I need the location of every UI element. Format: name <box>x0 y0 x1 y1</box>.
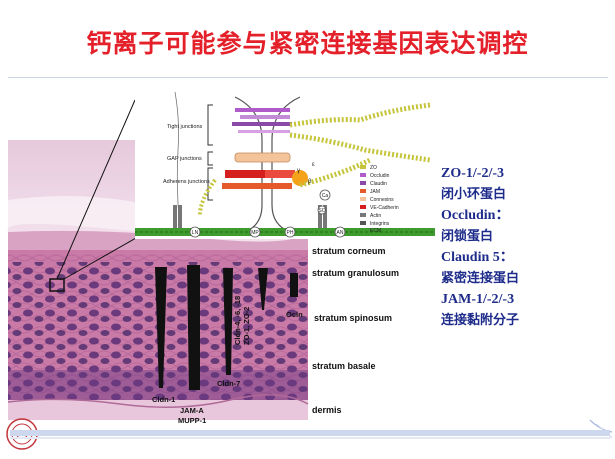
legend-jam: JAM <box>370 189 380 195</box>
wedge-cldn-7 <box>223 268 233 375</box>
label-mupp-1: MUPP-1 <box>178 416 206 425</box>
legend-zo: ZO <box>370 165 377 171</box>
zoom-line-left <box>56 99 136 280</box>
layer-stratum-spinosum: stratum spinosum <box>314 313 392 323</box>
label-zo-1-zo-2: ZO-1, ZO-2 <box>242 307 251 345</box>
mark-epsilon: ε <box>312 162 315 168</box>
label-cldn-1: Cldn-1 <box>152 395 175 404</box>
legend-jam-cn: 连接黏附分子 <box>441 313 520 328</box>
wedge-ocln <box>290 273 298 297</box>
mark-beta: β <box>308 179 312 185</box>
inset-legend: ZO Occludin Claudin JAM Connexins VE-Cad… <box>360 165 399 234</box>
junction-inset: LN MP PH AN Ca SO β γ ε Tight junctions … <box>135 91 435 239</box>
mark-an: AN <box>337 230 344 236</box>
footer-bar <box>10 430 610 436</box>
label-adherens-junctions: Adherens junctions <box>163 179 210 185</box>
mark-gamma: γ <box>297 168 300 174</box>
label-tight-junctions: Tight junctions <box>167 124 203 130</box>
label-jam-a: JAM-A <box>180 406 204 415</box>
legend-jam-name: JAM-1/-2/-3 <box>441 292 515 307</box>
slide-title: 钙离子可能参与紧密连接基因表达调控 <box>86 29 529 58</box>
zoom-line-bottom <box>63 237 137 280</box>
protein-legend: ZO-1/-2/-3 闭小环蛋白 Occludin： 闭锁蛋白 Claudin … <box>441 163 611 331</box>
layer-stratum-basale: stratum basale <box>312 361 376 371</box>
layer-stratum-granulosum: stratum granulosum <box>312 268 399 278</box>
legend-ecm: ECM <box>370 228 381 234</box>
legend-claudin-cn: 紧密连接蛋白 <box>441 271 520 286</box>
legend-ve-cadherin: VE-Cadherin <box>370 205 399 211</box>
legend-occludin-sep: ： <box>495 208 510 223</box>
legend-claudin-name: Claudin 5 <box>441 250 500 265</box>
legend-zo-name: ZO-1/-2/-3 <box>441 166 504 181</box>
mark-mp: MP <box>251 230 259 236</box>
legend-occludin: Occludin <box>370 173 390 179</box>
legend-connexins: Connexins <box>370 197 394 203</box>
layer-dermis: dermis <box>312 405 342 415</box>
legend-occludin-row: Occludin： <box>441 205 611 226</box>
wedge-cldn-4 <box>258 268 268 310</box>
label-cldn-4-6-18: Cldn-4, -6, -18 <box>233 296 242 345</box>
label-ocln: Ocln <box>286 310 303 319</box>
legend-occludin-name: Occludin <box>441 208 496 223</box>
layer-stratum-corneum: stratum corneum <box>312 246 386 256</box>
wedge-jam-a <box>187 265 200 390</box>
label-gap-junctions: GAP junctions <box>167 156 202 162</box>
legend-claudin-row: Claudin 5： <box>441 247 611 268</box>
mark-ln: LN <box>192 230 199 236</box>
legend-occludin-cn: 闭锁蛋白 <box>441 229 494 244</box>
legend-claudin: Claudin <box>370 181 387 187</box>
footer-bar-thin <box>10 437 610 439</box>
wedge-cldn-1 <box>155 267 167 388</box>
expression-wedges <box>155 265 298 390</box>
label-cldn-7: Cldn-7 <box>217 379 240 388</box>
legend-zo-cn: 闭小环蛋白 <box>441 187 507 202</box>
mark-so: SO <box>318 208 325 214</box>
mark-ph: PH <box>287 230 294 236</box>
mark-ca: Ca <box>322 193 329 199</box>
legend-integrins: Integrins <box>370 221 390 227</box>
legend-claudin-sep: ： <box>499 250 514 265</box>
legend-actin: Actin <box>370 213 381 219</box>
title-divider <box>8 77 608 78</box>
